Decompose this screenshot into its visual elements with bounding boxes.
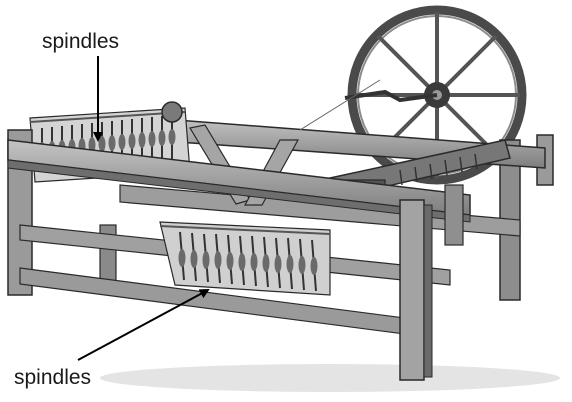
floor-shadow <box>100 364 560 392</box>
mid-right-post <box>445 185 463 245</box>
label-spindles-top: spindles <box>42 30 119 54</box>
front-right-leg-side <box>424 205 432 377</box>
front-right-leg <box>400 200 424 380</box>
spindle-rack-bottom <box>160 222 330 295</box>
label-spindles-bottom: spindles <box>14 366 91 390</box>
